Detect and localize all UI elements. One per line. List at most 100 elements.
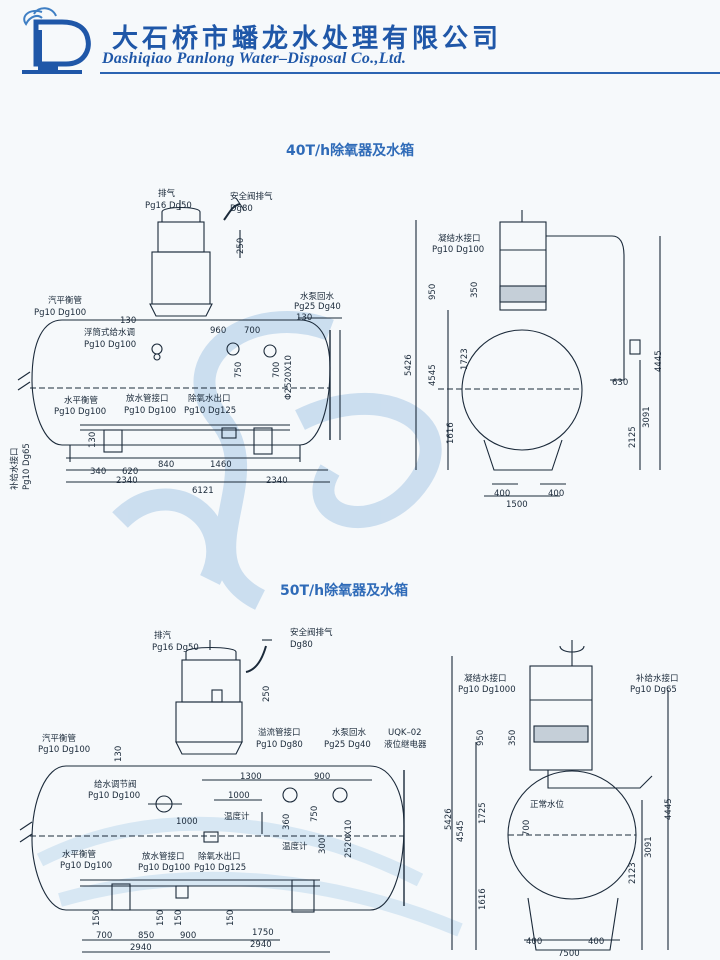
makeup-spec-50t: Pg10 Dg65: [630, 685, 677, 695]
overflow-spec: Pg10 Dg80: [256, 740, 303, 750]
dim-tank-dia-50t: 2520X10: [344, 819, 354, 858]
dim-630: 630: [612, 378, 629, 388]
dim-3091-50t: 3091: [644, 836, 654, 858]
dim-400-b-40t: 400: [548, 489, 565, 499]
side-view-50t: [19, 639, 405, 953]
header-divider: [100, 72, 720, 74]
pump-return-spec: Pg25 Dg40: [294, 302, 341, 312]
overflow-label: 溢流管接口: [258, 728, 301, 738]
dim-150-c: 150: [174, 909, 184, 926]
dim-2123: 2123: [628, 862, 638, 884]
water-balance-spec-50t: Pg10 Dg100: [60, 861, 113, 871]
end-view-50t: [451, 640, 669, 951]
dim-2340-b: 2340: [266, 476, 288, 486]
end-view-40t: [415, 210, 661, 497]
dim-250: 250: [236, 237, 246, 254]
dim-850: 850: [138, 931, 155, 941]
dim-150-b: 150: [156, 909, 166, 926]
outlet-label-50t: 除氧水出口: [198, 852, 241, 862]
dim-950-40t: 950: [428, 283, 438, 300]
drain-spec: Pg10 Dg100: [124, 406, 177, 416]
dim-4445-50t: 4445: [664, 798, 674, 820]
dim-700-b: 700: [272, 361, 282, 378]
dim-400-b-50t: 400: [588, 937, 605, 947]
dim-700: 700: [244, 326, 261, 336]
outlet-label: 除氧水出口: [188, 394, 231, 404]
company-name-cn: 大石桥市蟠龙水处理有限公司: [112, 24, 503, 54]
float-valve-spec: Pg10 Dg100: [84, 340, 137, 350]
safety-vent-spec: Dg80: [230, 204, 253, 214]
outlet-spec-50t: Pg10 Dg125: [194, 863, 247, 873]
dim-250-50t: 250: [262, 685, 272, 702]
dim-960: 960: [210, 326, 227, 336]
section-title-40t: 40T/h除氧器及水箱: [286, 143, 415, 159]
safety-vent-spec-50t: Dg80: [290, 640, 313, 650]
dim-2125: 2125: [628, 426, 638, 448]
steam-balance-spec: Pg10 Dg100: [34, 308, 87, 318]
watermark-swirl: [112, 311, 442, 610]
dim-700-v-50t: 700: [522, 819, 532, 836]
vent-spec-50t: Pg16 Dg50: [152, 643, 199, 653]
dim-1500: 1500: [506, 500, 528, 510]
dim-350-50t: 350: [508, 729, 518, 746]
dim-1000-b: 1000: [176, 817, 198, 827]
makeup-label-50t: 补给水接口: [636, 674, 679, 684]
condensate-spec-50t: Pg10 Dg1000: [458, 685, 516, 695]
dim-130-c: 130: [88, 431, 98, 448]
makeup-label: 补给水接口: [10, 447, 20, 490]
outlet-spec: Pg10 Dg125: [184, 406, 237, 416]
dim-750-50t: 750: [310, 805, 320, 822]
dim-4445-40t: 4445: [654, 350, 664, 372]
company-logo: [22, 7, 91, 74]
dim-2940-a: 2940: [130, 943, 152, 953]
drain-label: 放水管接口: [126, 394, 169, 404]
dim-750: 750: [234, 361, 244, 378]
dim-1000-a: 1000: [228, 791, 250, 801]
water-balance-label: 水平衡管: [64, 396, 99, 406]
steam-balance-label-50t: 汽平衡管: [42, 734, 77, 744]
vent-spec: Pg16 Dg50: [145, 201, 192, 211]
safety-vent-label-50t: 安全阀排气: [290, 628, 333, 638]
thermometer-label-1: 温度计: [224, 812, 250, 822]
dim-1616-40t: 1616: [446, 422, 456, 444]
dim-400-a-40t: 400: [494, 489, 511, 499]
dim-400-a-50t: 400: [526, 937, 543, 947]
dim-840: 840: [158, 460, 175, 470]
dim-1460: 1460: [210, 460, 232, 470]
dim-340: 340: [90, 467, 107, 477]
side-view-40t: [17, 197, 342, 483]
makeup-spec: Pg10 Dg65: [22, 443, 32, 490]
condensate-label-50t: 凝结水接口: [464, 674, 507, 684]
feed-valve-label: 给水调节阀: [94, 780, 137, 790]
dim-1725: 1725: [478, 802, 488, 824]
level-relay-name: 液位继电器: [384, 740, 427, 750]
dim-1300: 1300: [240, 772, 262, 782]
dim-350-40t: 350: [470, 281, 480, 298]
level-relay-model: UQK–02: [388, 728, 422, 738]
dim-4545-40t: 4545: [428, 364, 438, 386]
dim-130-50t: 130: [114, 745, 124, 762]
dim-7500: 7500: [558, 949, 580, 959]
dim-5426-50t: 5426: [444, 808, 454, 830]
dim-900-50t: 900: [314, 772, 331, 782]
company-header: 大石桥市蟠龙水处理有限公司 Dashiqiao Panlong Water–Di…: [0, 0, 720, 90]
dim-6121: 6121: [192, 486, 214, 496]
dim-700-50t: 700: [96, 931, 113, 941]
company-name-en: Dashiqiao Panlong Water–Disposal Co.,Ltd…: [102, 50, 407, 67]
dim-150-a: 150: [92, 909, 102, 926]
dim-300: 300: [318, 837, 328, 854]
section-title-50t: 50T/h除氧器及水箱: [280, 583, 409, 599]
dim-620: 620: [122, 467, 139, 477]
steam-balance-spec-50t: Pg10 Dg100: [38, 745, 91, 755]
dim-5426-40t: 5426: [404, 354, 414, 376]
dim-1750: 1750: [252, 928, 274, 938]
vent-label: 排气: [158, 189, 176, 199]
water-balance-spec: Pg10 Dg100: [54, 407, 107, 417]
condensate-spec: Pg10 Dg100: [432, 245, 485, 255]
steam-balance-label: 汽平衡管: [48, 296, 83, 306]
pump-return-spec-50t: Pg25 Dg40: [324, 740, 371, 750]
dim-1616-50t: 1616: [478, 888, 488, 910]
drain-label-50t: 放水管接口: [142, 852, 185, 862]
pump-return-label: 水泵回水: [300, 292, 335, 302]
